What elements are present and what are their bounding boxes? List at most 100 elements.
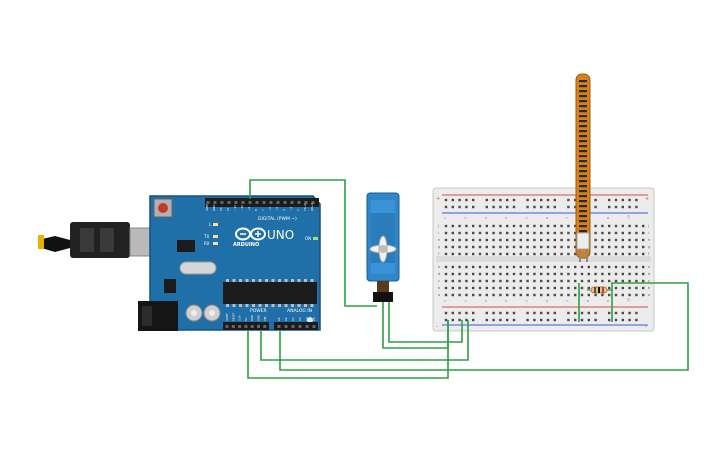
rail-hole[interactable] bbox=[526, 311, 529, 315]
breadboard-hole[interactable] bbox=[465, 252, 468, 256]
breadboard-hole[interactable] bbox=[553, 238, 556, 242]
rail-hole[interactable] bbox=[635, 205, 638, 209]
breadboard-hole[interactable] bbox=[519, 231, 522, 235]
breadboard-hole[interactable] bbox=[451, 293, 454, 297]
rail-hole[interactable] bbox=[635, 318, 638, 322]
breadboard-hole[interactable] bbox=[472, 238, 475, 242]
breadboard-hole[interactable] bbox=[540, 245, 543, 249]
breadboard-hole[interactable] bbox=[485, 286, 488, 290]
breadboard-hole[interactable] bbox=[506, 265, 509, 269]
breadboard-hole[interactable] bbox=[560, 286, 563, 290]
breadboard-hole[interactable] bbox=[601, 231, 604, 235]
rail-hole[interactable] bbox=[458, 205, 461, 209]
rail-hole[interactable] bbox=[506, 205, 509, 209]
rail-hole[interactable] bbox=[621, 205, 624, 209]
breadboard-hole[interactable] bbox=[465, 224, 468, 228]
breadboard-hole[interactable] bbox=[614, 231, 618, 235]
breadboard-hole[interactable] bbox=[451, 286, 454, 290]
breadboard-hole[interactable] bbox=[546, 272, 550, 276]
breadboard-hole[interactable] bbox=[601, 245, 604, 249]
breadboard-hole[interactable] bbox=[478, 231, 482, 235]
breadboard-hole[interactable] bbox=[526, 272, 529, 276]
rail-hole[interactable] bbox=[580, 318, 584, 322]
digital-pin[interactable] bbox=[248, 201, 252, 204]
breadboard-hole[interactable] bbox=[567, 238, 570, 242]
breadboard-hole[interactable] bbox=[492, 231, 495, 235]
rail-hole[interactable] bbox=[506, 198, 509, 202]
rail-hole[interactable] bbox=[546, 311, 550, 315]
breadboard-hole[interactable] bbox=[614, 245, 618, 249]
breadboard-hole[interactable] bbox=[553, 293, 556, 297]
servo-motor[interactable] bbox=[366, 192, 400, 302]
digital-pin[interactable] bbox=[227, 201, 231, 204]
breadboard-hole[interactable] bbox=[485, 252, 488, 256]
breadboard-hole[interactable] bbox=[628, 272, 631, 276]
breadboard-hole[interactable] bbox=[628, 231, 631, 235]
breadboard-hole[interactable] bbox=[614, 279, 618, 283]
breadboard-hole[interactable] bbox=[472, 231, 475, 235]
breadboard-hole[interactable] bbox=[614, 286, 618, 290]
breadboard-hole[interactable] bbox=[492, 265, 495, 269]
rail-hole[interactable] bbox=[614, 311, 618, 315]
breadboard-hole[interactable] bbox=[478, 272, 482, 276]
rail-hole[interactable] bbox=[506, 311, 509, 315]
breadboard-hole[interactable] bbox=[485, 279, 488, 283]
breadboard-hole[interactable] bbox=[628, 252, 631, 256]
rail-hole[interactable] bbox=[472, 205, 475, 209]
rail-hole[interactable] bbox=[628, 198, 631, 202]
breadboard-hole[interactable] bbox=[614, 293, 618, 297]
breadboard-hole[interactable] bbox=[574, 293, 577, 297]
breadboard-hole[interactable] bbox=[628, 245, 631, 249]
breadboard-hole[interactable] bbox=[444, 224, 448, 228]
breadboard-hole[interactable] bbox=[642, 286, 645, 290]
breadboard-hole[interactable] bbox=[567, 265, 570, 269]
breadboard-hole[interactable] bbox=[478, 224, 482, 228]
breadboard-hole[interactable] bbox=[574, 252, 577, 256]
breadboard-hole[interactable] bbox=[519, 224, 522, 228]
rail-hole[interactable] bbox=[540, 205, 543, 209]
breadboard-hole[interactable] bbox=[587, 286, 590, 290]
rail-hole[interactable] bbox=[465, 311, 468, 315]
breadboard-hole[interactable] bbox=[451, 238, 454, 242]
breadboard-hole[interactable] bbox=[614, 224, 618, 228]
breadboard-hole[interactable] bbox=[444, 238, 448, 242]
breadboard-hole[interactable] bbox=[492, 238, 495, 242]
rail-hole[interactable] bbox=[533, 318, 536, 322]
breadboard-hole[interactable] bbox=[465, 286, 468, 290]
breadboard-hole[interactable] bbox=[642, 279, 645, 283]
breadboard-hole[interactable] bbox=[472, 265, 475, 269]
breadboard-hole[interactable] bbox=[553, 272, 556, 276]
breadboard-hole[interactable] bbox=[506, 293, 509, 297]
rail-hole[interactable] bbox=[444, 205, 448, 209]
rail-hole[interactable] bbox=[628, 318, 631, 322]
breadboard-hole[interactable] bbox=[512, 238, 516, 242]
rail-hole[interactable] bbox=[512, 311, 516, 315]
breadboard-hole[interactable] bbox=[465, 265, 468, 269]
breadboard-hole[interactable] bbox=[608, 286, 611, 290]
rail-hole[interactable] bbox=[608, 198, 611, 202]
breadboard-hole[interactable] bbox=[553, 224, 556, 228]
breadboard-hole[interactable] bbox=[526, 224, 529, 228]
breadboard-hole[interactable] bbox=[546, 238, 550, 242]
breadboard-hole[interactable] bbox=[642, 231, 645, 235]
rail-hole[interactable] bbox=[594, 198, 597, 202]
breadboard-hole[interactable] bbox=[574, 286, 577, 290]
rail-hole[interactable] bbox=[594, 318, 597, 322]
breadboard-hole[interactable] bbox=[526, 245, 529, 249]
rail-hole[interactable] bbox=[635, 311, 638, 315]
breadboard-hole[interactable] bbox=[567, 293, 570, 297]
digital-pin[interactable] bbox=[241, 201, 245, 204]
breadboard-hole[interactable] bbox=[492, 279, 495, 283]
breadboard-hole[interactable] bbox=[506, 252, 509, 256]
breadboard-hole[interactable] bbox=[587, 265, 590, 269]
rail-hole[interactable] bbox=[628, 311, 631, 315]
breadboard-hole[interactable] bbox=[526, 252, 529, 256]
breadboard-hole[interactable] bbox=[499, 238, 502, 242]
breadboard-hole[interactable] bbox=[580, 279, 584, 283]
breadboard-hole[interactable] bbox=[485, 238, 488, 242]
breadboard-hole[interactable] bbox=[465, 238, 468, 242]
rail-hole[interactable] bbox=[458, 318, 461, 322]
power-pin[interactable] bbox=[238, 325, 242, 328]
breadboard-hole[interactable] bbox=[594, 224, 597, 228]
breadboard-hole[interactable] bbox=[512, 231, 516, 235]
